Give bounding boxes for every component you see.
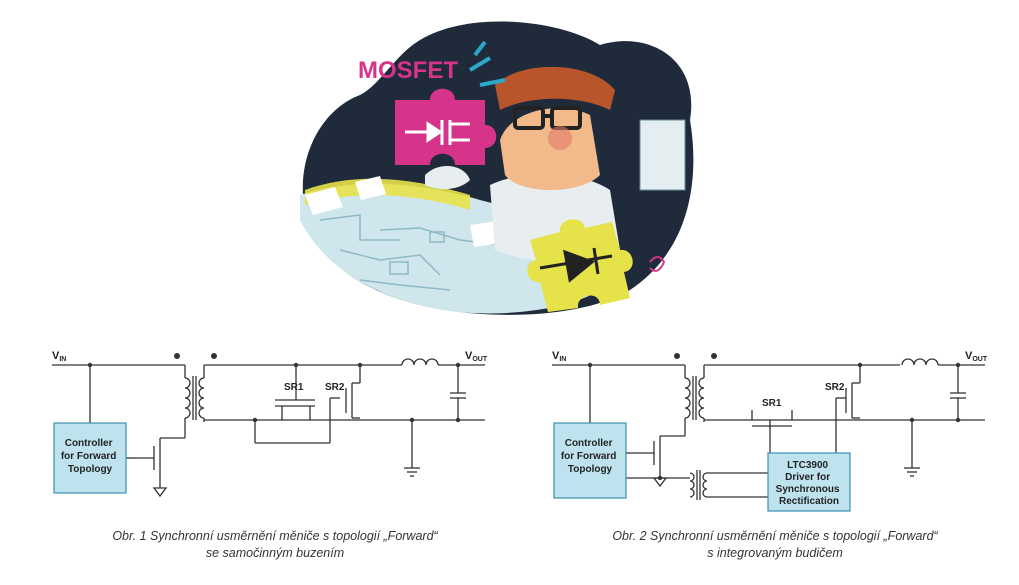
driver-line-4: Rectification — [779, 496, 839, 507]
driver-line-2: Driver for — [785, 472, 830, 483]
vout-label: VOUT — [965, 350, 988, 363]
spark-lines — [468, 40, 506, 87]
secondary-winding — [698, 377, 705, 419]
controller-block — [53, 422, 127, 494]
circuit-diagram-integrated-driver: Controller for Forward Topology LTC3900 … — [552, 350, 988, 512]
figure-1-caption-line-2: se samočinným buzením — [205, 546, 345, 560]
polarity-dot-secondary — [211, 353, 217, 359]
primary-winding — [184, 377, 191, 419]
vin-label: VIN — [552, 350, 566, 363]
vin-label: VIN — [52, 350, 66, 363]
figure-1-caption-line-1: Obr. 1 Synchronní usměrnění měniče s top… — [112, 529, 438, 543]
sr2-label: SR2 — [325, 382, 345, 393]
figure-2-caption-line-1: Obr. 2 Synchronní usměrnění měniče s top… — [612, 529, 938, 543]
controller-line-2: for Forward — [61, 451, 117, 462]
controller-block — [553, 422, 627, 499]
svg-text:Controller for Forward: Controller for Forward Topology — [561, 438, 619, 475]
mosfet-label: MOSFET — [358, 57, 458, 84]
polarity-dot-secondary — [711, 353, 717, 359]
artist-signature — [649, 256, 666, 272]
polarity-dot-primary — [674, 353, 680, 359]
engineer-puzzle-illustration: MOSFET — [300, 21, 694, 315]
svg-text:LTC3900 Driver for Syn: LTC3900 Driver for Synchronous Rectifica… — [776, 460, 843, 507]
controller-line-2: for Forward — [561, 451, 617, 462]
driver-line-3: Synchronous — [776, 484, 840, 495]
diode-symbol-icon — [539, 247, 613, 283]
engineer-hand — [425, 165, 470, 190]
controller-line-3: Topology — [568, 464, 613, 475]
yellow-strip — [305, 178, 470, 210]
circuit-diagram-self-driven: Controller for Forward Topology VIN VOUT… — [52, 350, 488, 498]
sr1-label: SR1 — [762, 398, 782, 409]
controller-line-1: Controller — [565, 438, 613, 449]
secondary-winding — [198, 377, 205, 419]
primary-winding — [684, 377, 691, 419]
mosfet-symbol-icon — [405, 120, 470, 145]
sr1-label: SR1 — [284, 382, 304, 393]
svg-text:Controller for Forward: Controller for Forward Topology — [61, 438, 119, 475]
white-puzzle-pieces — [305, 176, 502, 247]
figure-1-caption: Obr. 1 Synchronní usměrnění měniče s top… — [40, 528, 510, 562]
output-inductor — [401, 358, 439, 366]
ltc3900-driver-block — [767, 452, 851, 512]
engineer-hair — [495, 66, 615, 110]
engineer-cheek — [548, 126, 572, 150]
controller-line-1: Controller — [65, 438, 113, 449]
output-inductor — [901, 358, 939, 366]
mosfet-puzzle-piece — [395, 88, 497, 165]
gate-transformer-primary — [689, 472, 695, 498]
figure-2-caption: Obr. 2 Synchronní usměrnění měniče s top… — [540, 528, 1010, 562]
sr2-label: SR2 — [825, 382, 845, 393]
polarity-dot-primary — [174, 353, 180, 359]
figure-2-caption-line-2: s integrovaným budičem — [707, 546, 843, 560]
driver-line-1: LTC3900 — [787, 460, 828, 471]
vout-label: VOUT — [465, 350, 488, 363]
controller-line-3: Topology — [68, 464, 113, 475]
gate-transformer-secondary — [702, 472, 708, 498]
wall-panel — [639, 119, 686, 191]
